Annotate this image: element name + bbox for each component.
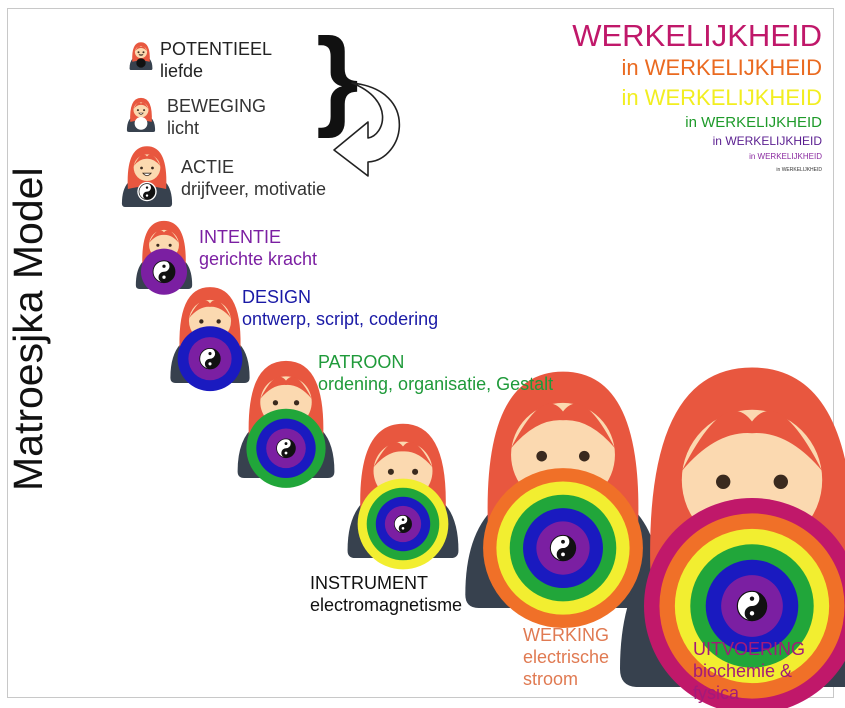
doll-6 (237, 360, 335, 488)
yin-yang-icon (199, 348, 221, 370)
curved-arrow-icon (333, 82, 401, 177)
doll-9 (620, 367, 845, 708)
reality-line-3: in WERKELIJKHEID (621, 85, 823, 110)
level-name: POTENTIEEL (160, 39, 273, 59)
yin-yang-icon (276, 438, 296, 459)
level-name: WERKING (523, 625, 610, 645)
reality-line-4: in WERKELIJKHEID (685, 114, 822, 131)
level-name: PATROON (318, 352, 405, 372)
level-description: biochemie & fysica (693, 661, 793, 703)
level-name: BEWEGING (167, 96, 267, 116)
level-description: electromagnetisme (310, 595, 463, 615)
curly-brace-icon: } (316, 16, 359, 139)
yin-yang-icon (394, 515, 412, 533)
yin-yang-icon (138, 183, 156, 200)
diagram-frame (7, 8, 834, 698)
reality-line-6: in WERKELIJKHEID (749, 152, 822, 161)
level-description: ontwerp, script, codering (242, 309, 439, 329)
reality-line-1: WERKELIJKHEID (572, 18, 822, 53)
doll-3 (121, 146, 173, 207)
doll-8 (465, 371, 661, 628)
doll-5 (170, 287, 250, 392)
level-description: drijfveer, motivatie (181, 179, 327, 199)
level-name: UITVOERING (693, 639, 806, 659)
level-name: ACTIE (181, 157, 235, 177)
level-description: gerichte kracht (199, 249, 318, 269)
reality-line-5: in WERKELIJKHEID (712, 134, 822, 148)
doll-1 (129, 42, 153, 70)
reality-line-2: in WERKELIJKHEID (621, 55, 823, 80)
level-name: DESIGN (242, 287, 312, 307)
yin-yang-icon (152, 260, 176, 284)
level-description: licht (167, 118, 200, 138)
yin-yang-icon (736, 590, 768, 622)
yin-yang-icon (549, 534, 577, 562)
level-name: INTENTIE (199, 227, 282, 247)
doll-4 (135, 220, 193, 295)
level-description: electrische stroom (523, 647, 610, 689)
level-description: liefde (160, 61, 204, 81)
doll-2 (126, 97, 156, 132)
reality-line-7: in WERKELIJKHEID (776, 167, 822, 173)
level-name: INSTRUMENT (310, 573, 428, 593)
doll-7 (347, 423, 459, 570)
level-description: ordening, organisatie, Gestalt (318, 374, 554, 394)
